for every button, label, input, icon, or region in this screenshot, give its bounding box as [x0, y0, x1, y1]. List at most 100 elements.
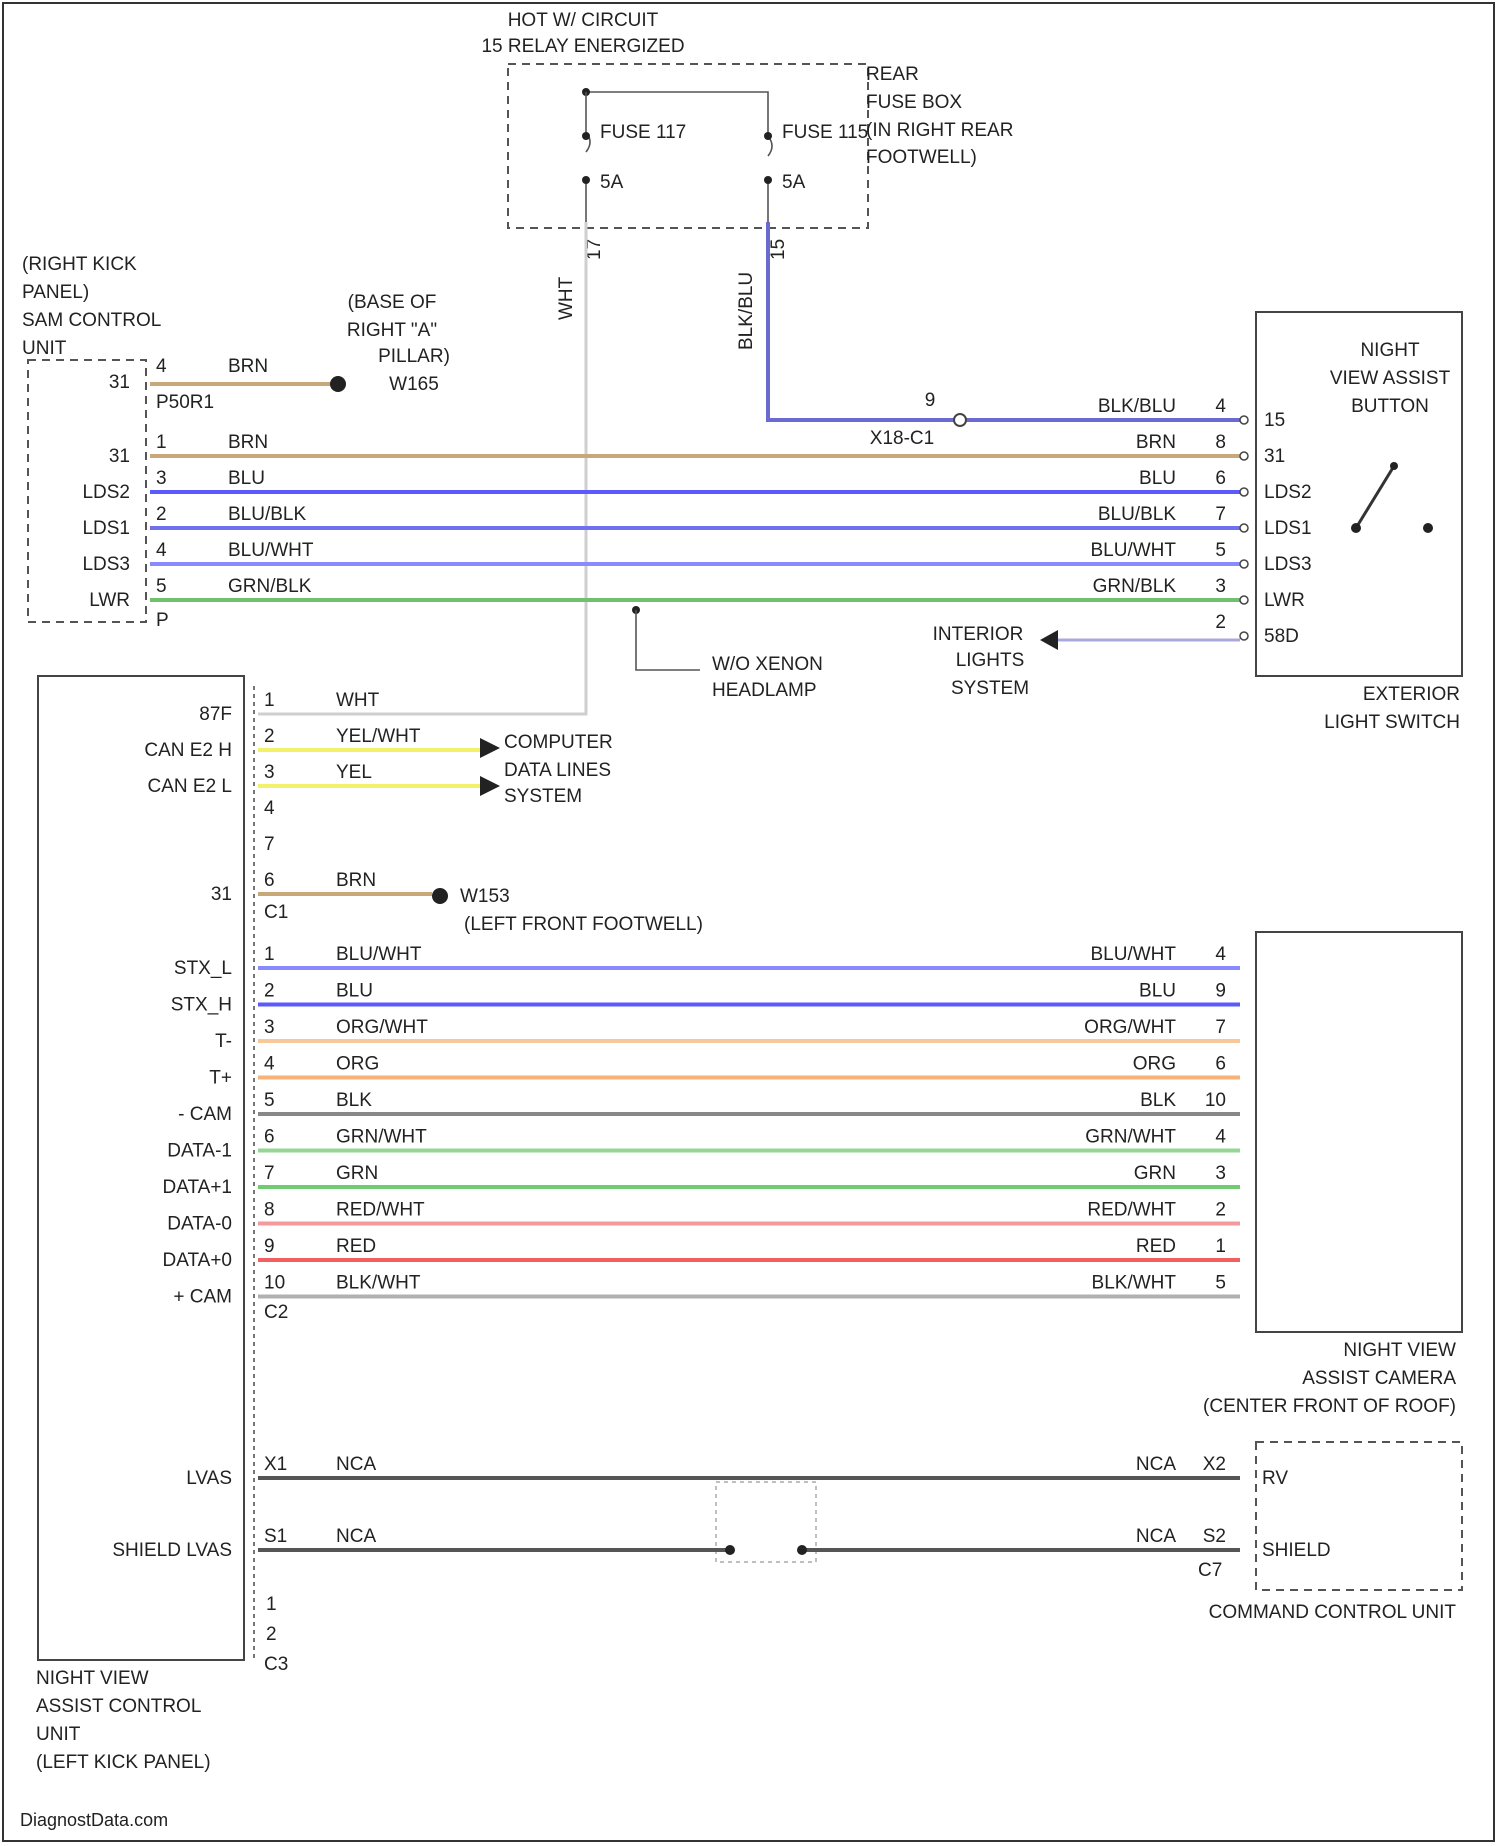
- camera-wire-color-left: BLK/WHT: [336, 1273, 421, 1294]
- camera-label-1: NIGHT VIEW: [1343, 1340, 1456, 1361]
- camera-pin-number: 6: [1215, 1054, 1226, 1075]
- sam-pin-name: 31: [109, 446, 130, 467]
- fuse-117-symbol: [586, 92, 590, 222]
- nva-c1-pin-number: 3: [264, 762, 275, 783]
- sam-wire-color: BLU/BLK: [228, 504, 306, 525]
- camera-wire-color-left: ORG/WHT: [336, 1017, 428, 1038]
- switch-pin-name: LDS3: [1264, 554, 1312, 575]
- nva-label-1: NIGHT VIEW: [36, 1668, 149, 1689]
- nva-button-label-1: NIGHT: [1360, 340, 1420, 361]
- nva-control-unit: [38, 676, 244, 1660]
- nva-c1-pin-number: 1: [264, 690, 275, 711]
- splice-label: X18-C1: [870, 428, 934, 449]
- nva-c2-pin-name: STX_H: [171, 995, 232, 1016]
- ccu-wire-color-right: NCA: [1136, 1526, 1176, 1547]
- camera-pin-number: 4: [1215, 1127, 1226, 1148]
- sam-wire-color: GRN/BLK: [228, 576, 312, 597]
- switch-pin-terminal: [1240, 452, 1248, 460]
- nva-c2-pin-name: DATA-0: [167, 1214, 232, 1235]
- nva-c2-pin-name: STX_L: [174, 958, 232, 979]
- ccu-right-pin: X2: [1203, 1454, 1226, 1475]
- ccu-label: COMMAND CONTROL UNIT: [1209, 1602, 1457, 1623]
- interior-arrow: [1040, 630, 1058, 650]
- footer-watermark: DiagnostData.com: [20, 1810, 168, 1830]
- switch-pin-number: 8: [1215, 432, 1226, 453]
- sam-connector-end: P: [156, 610, 169, 631]
- ccu-right-pin-name: SHIELD: [1262, 1540, 1331, 1561]
- camera-wire-color-right: ORG: [1133, 1054, 1176, 1075]
- splice-pin: 9: [925, 390, 936, 411]
- sam-label-2: PANEL): [22, 282, 89, 303]
- nva-button-label-3: BUTTON: [1351, 396, 1429, 417]
- shield-node-left: [725, 1545, 735, 1555]
- fuse-115-node-bottom: [764, 176, 772, 184]
- camera-wire-color-left: BLU: [336, 981, 373, 1002]
- ccu-right-pin: S2: [1203, 1526, 1226, 1547]
- nva-c1-pin-name: CAN E2 L: [148, 776, 232, 797]
- camera-label-3: (CENTER FRONT OF ROOF): [1203, 1396, 1456, 1417]
- nva-c1-pin-name: CAN E2 H: [144, 740, 232, 761]
- camera-wire-color-left: BLU/WHT: [336, 944, 422, 965]
- switch-terminal: [1423, 523, 1433, 533]
- ccu-wire-group: LVASX1NCANCAX2RVSHIELD LVASS1NCANCAS2SHI…: [112, 1454, 1330, 1561]
- camera-wire-color-left: ORG: [336, 1054, 379, 1075]
- interior-label-1: INTERIOR: [933, 624, 1024, 645]
- nva-c3-pin-2: 2: [266, 1624, 277, 1645]
- nva-c2-pin-name: DATA+1: [162, 1177, 232, 1198]
- switch-pin-number: 2: [1215, 612, 1226, 633]
- ground2-label-1: W153: [460, 886, 510, 907]
- fusebox-label-2: FUSE BOX: [866, 92, 962, 113]
- xenon-label-1: W/O XENON: [712, 654, 823, 675]
- nva-c2-pin-number: 8: [264, 1200, 275, 1221]
- camera-label-2: ASSIST CAMERA: [1302, 1368, 1456, 1389]
- sam-wire-color: BLU/WHT: [228, 540, 314, 561]
- switch-pin-number: 6: [1215, 468, 1226, 489]
- fuse-115-node-top: [764, 132, 772, 140]
- xenon-label-2: HEADLAMP: [712, 680, 817, 701]
- nva-c1-pin-number: 7: [264, 834, 275, 855]
- camera-pin-number: 4: [1215, 944, 1226, 965]
- sam-pin-name: LWR: [89, 590, 130, 611]
- camera-wire-color-right: GRN/WHT: [1085, 1127, 1176, 1148]
- nva-c2-pin-name: T+: [209, 1068, 232, 1089]
- sam-ground-pin: 4: [156, 356, 167, 377]
- nva-c1-wire-color: YEL: [336, 762, 372, 783]
- nva-c2-pin-number: 1: [264, 944, 275, 965]
- switch-tip: [1390, 462, 1398, 470]
- camera-wire-color-right: RED/WHT: [1087, 1200, 1176, 1221]
- fusebox-label-3: (IN RIGHT REAR: [866, 120, 1013, 141]
- nva-c1-pin-number: 6: [264, 870, 275, 891]
- switch-pin-name: 15: [1264, 410, 1285, 431]
- nva-c3-pin-1: 1: [266, 1594, 277, 1615]
- sam-ground-terminal: 31: [109, 372, 130, 393]
- hot-label-1: HOT W/ CIRCUIT: [508, 10, 659, 31]
- camera-wire-color-left: GRN: [336, 1163, 378, 1184]
- sam-pin-number: 1: [156, 432, 167, 453]
- switch-wire-color: BLU/BLK: [1098, 504, 1176, 525]
- nva-label-2: ASSIST CONTROL: [36, 1696, 201, 1717]
- nva-c1-wire-color: YEL/WHT: [336, 726, 421, 747]
- ground2-label-2: (LEFT FRONT FOOTWELL): [464, 914, 703, 935]
- fusebox-label-4: FOOTWELL): [866, 147, 977, 168]
- ccu-left-pin-name: SHIELD LVAS: [112, 1540, 232, 1561]
- sam-wire-color: BRN: [228, 432, 268, 453]
- camera-pin-number: 9: [1215, 981, 1226, 1002]
- camera-wire-color-right: GRN: [1134, 1163, 1176, 1184]
- switch-pin-number: 5: [1215, 540, 1226, 561]
- sam-ground-color: BRN: [228, 356, 268, 377]
- camera-pin-number: 2: [1215, 1200, 1226, 1221]
- ground1-symbol: [330, 376, 346, 392]
- nva-c2-pin-name: DATA+0: [162, 1250, 232, 1271]
- nva-button-label-2: VIEW ASSIST: [1330, 368, 1451, 389]
- sam-pin-number: 3: [156, 468, 167, 489]
- nva-c2-pin-number: 4: [264, 1054, 275, 1075]
- switch-pin-number: 7: [1215, 504, 1226, 525]
- nva-camera: [1256, 932, 1462, 1332]
- computer-label-2: DATA LINES: [504, 760, 611, 781]
- sam-label-1: (RIGHT KICK: [22, 254, 137, 275]
- nva-c2-pin-name: DATA-1: [167, 1141, 232, 1162]
- fuse-117-node-bottom: [582, 176, 590, 184]
- nva-c1-wire-color: WHT: [336, 690, 380, 711]
